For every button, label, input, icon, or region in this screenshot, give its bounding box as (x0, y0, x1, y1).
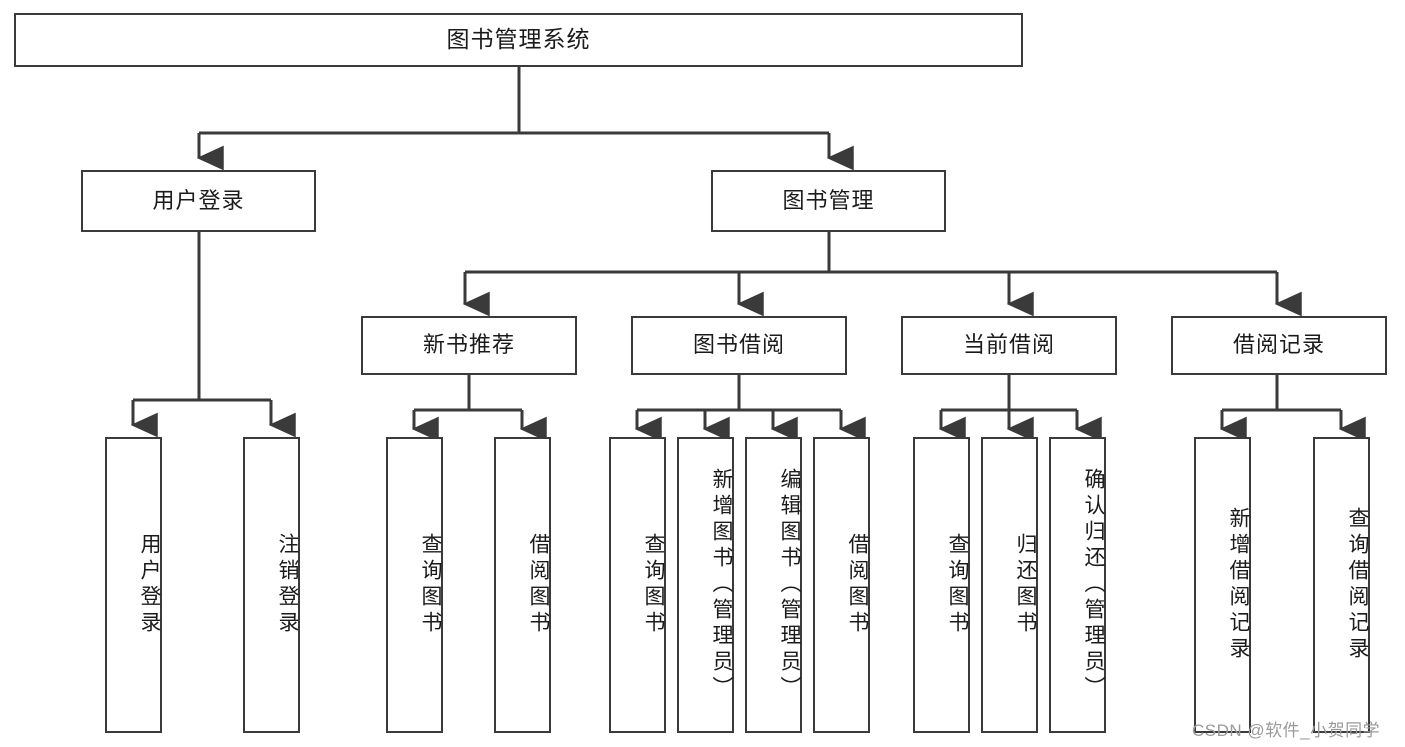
node-new-book-recommend[interactable]: 新书推荐 (361, 316, 577, 375)
node-leaf-user-login[interactable]: 用户登录 (105, 437, 162, 733)
node-label: 新书推荐 (422, 332, 515, 358)
node-label: 新增图书（管理员） (710, 468, 733, 702)
node-leaf-borrow-book-1[interactable]: 借阅图书 (494, 437, 551, 733)
node-book-management[interactable]: 图书管理 (711, 170, 946, 232)
node-label: 当前借阅 (962, 332, 1055, 358)
node-leaf-confirm-return-admin[interactable]: 确认归还（管理员） (1049, 437, 1106, 733)
node-label: 用户登录 (138, 533, 161, 637)
node-label: 图书管理 (782, 187, 875, 213)
node-leaf-query-book-3[interactable]: 查询图书 (913, 437, 970, 733)
node-borrow-record[interactable]: 借阅记录 (1171, 316, 1387, 375)
node-label: 用户登录 (152, 187, 245, 213)
node-label: 注销登录 (276, 533, 299, 637)
node-leaf-borrow-book-2[interactable]: 借阅图书 (813, 437, 870, 733)
csdn-watermark: CSDN @软件_小贺同学 (1192, 721, 1381, 740)
node-label: 查询图书 (946, 533, 969, 637)
node-label: 借阅记录 (1232, 332, 1325, 358)
node-user-login[interactable]: 用户登录 (81, 170, 316, 232)
node-leaf-add-borrow-record[interactable]: 新增借阅记录 (1194, 437, 1251, 733)
node-label: 图书借阅 (692, 332, 785, 358)
node-label: 确认归还（管理员） (1082, 468, 1105, 702)
node-leaf-edit-book-admin[interactable]: 编辑图书（管理员） (745, 437, 802, 733)
node-leaf-add-book-admin[interactable]: 新增图书（管理员） (677, 437, 734, 733)
node-leaf-query-borrow-record[interactable]: 查询借阅记录 (1313, 437, 1370, 733)
node-label: 查询图书 (642, 533, 665, 637)
node-leaf-return-book[interactable]: 归还图书 (981, 437, 1038, 733)
node-current-borrow[interactable]: 当前借阅 (901, 316, 1117, 375)
node-leaf-query-book-2[interactable]: 查询图书 (609, 437, 666, 733)
node-label: 图书管理系统 (446, 26, 591, 53)
node-label: 查询借阅记录 (1346, 507, 1369, 663)
node-leaf-query-book-1[interactable]: 查询图书 (386, 437, 443, 733)
node-label: 编辑图书（管理员） (778, 468, 801, 702)
node-book-management-system[interactable]: 图书管理系统 (14, 13, 1023, 67)
node-leaf-logout-login[interactable]: 注销登录 (243, 437, 300, 733)
node-label: 借阅图书 (846, 533, 869, 637)
node-book-borrow[interactable]: 图书借阅 (631, 316, 847, 375)
node-label: 借阅图书 (527, 533, 550, 637)
node-label: 新增借阅记录 (1227, 507, 1250, 663)
node-label: 归还图书 (1014, 533, 1037, 637)
node-label: 查询图书 (419, 533, 442, 637)
